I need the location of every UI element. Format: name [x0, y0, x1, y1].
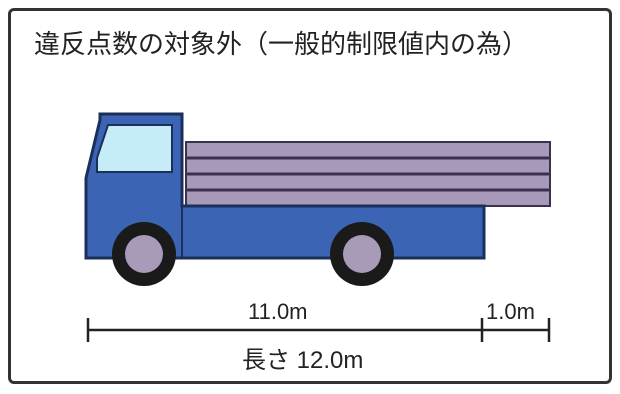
truck-body [84, 112, 486, 260]
total-length-label: 長さ 12.0m [242, 347, 364, 374]
diagram-title: 違反点数の対象外（一般的制限値内の為） [34, 30, 529, 60]
cab-window [96, 124, 173, 173]
body-length-label: 11.0m [248, 299, 308, 324]
dimension-line [86, 318, 551, 342]
front-wheel [112, 222, 176, 286]
overhang-label: 1.0m [486, 299, 535, 324]
cargo-load [185, 141, 551, 207]
rear-wheel [330, 222, 394, 286]
